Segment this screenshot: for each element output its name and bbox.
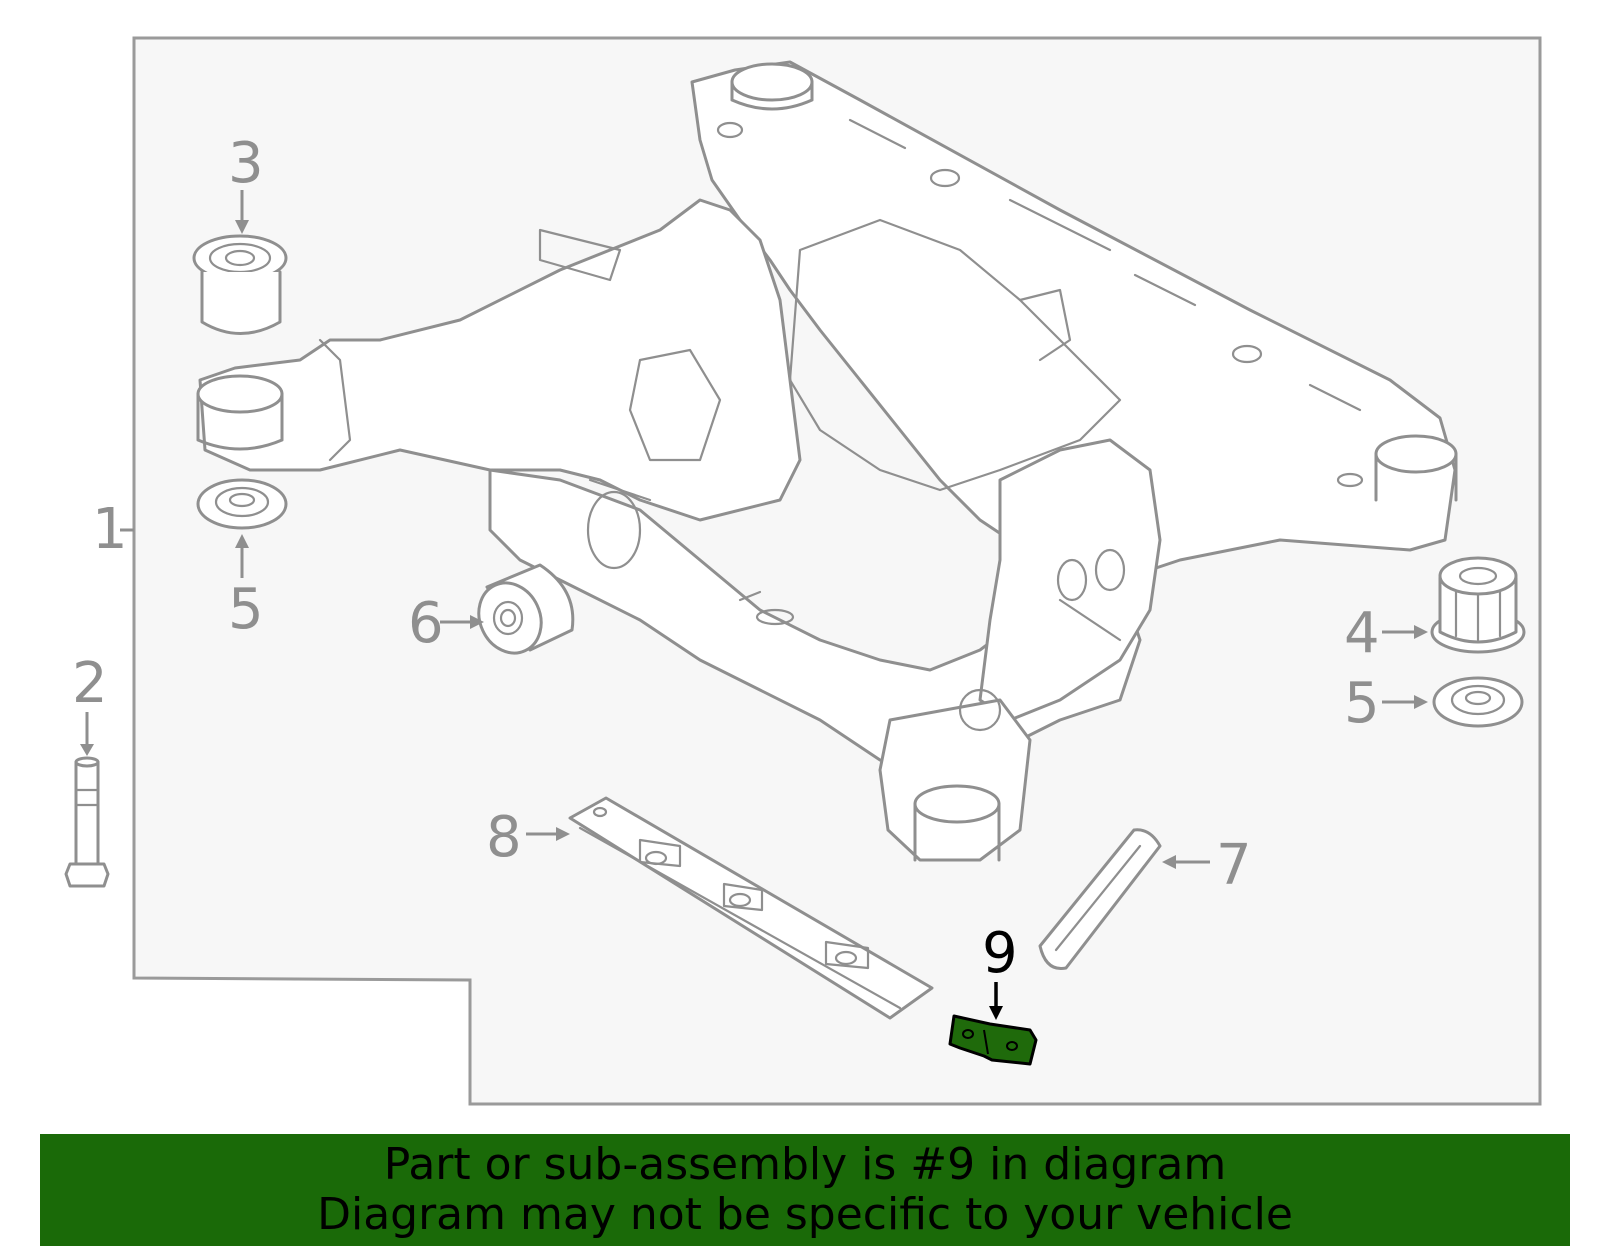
subframe-assembly [196, 60, 1458, 862]
callout-5-right: 5 [1344, 671, 1380, 736]
part-5-washer-right [1432, 676, 1524, 728]
part-8-brace [568, 796, 934, 1020]
part-2-bolt [64, 756, 110, 888]
part-3-bushing [192, 234, 288, 335]
callout-6: 6 [408, 591, 444, 656]
part-6-bushing [477, 563, 575, 655]
callout-5-left: 5 [228, 577, 264, 642]
banner-line-1: Part or sub-assembly is #9 in diagram [383, 1139, 1227, 1190]
part-4-bushing [1430, 556, 1526, 654]
callout-1: 1 [92, 497, 128, 562]
callout-8: 8 [486, 805, 522, 870]
part-9-bracket-highlighted [948, 1014, 1038, 1066]
part-5-washer-left [196, 478, 288, 530]
part-7-bracket [1038, 828, 1162, 971]
callout-2: 2 [72, 651, 108, 716]
callout-4: 4 [1344, 601, 1380, 666]
callout-9: 9 [982, 921, 1018, 986]
callout-7: 7 [1216, 833, 1252, 898]
highlighted-part-shape [948, 1014, 1038, 1066]
leader-lines [80, 190, 1428, 1020]
callout-3: 3 [228, 131, 264, 196]
info-banner: Part or sub-assembly is #9 in diagram Di… [40, 1134, 1570, 1246]
banner-line-2: Diagram may not be specific to your vehi… [317, 1189, 1293, 1240]
